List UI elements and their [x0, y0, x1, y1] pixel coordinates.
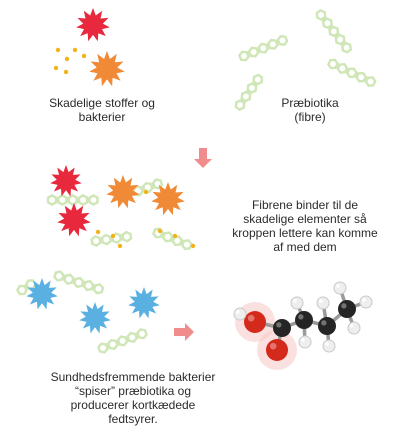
toxin-particle: [63, 69, 69, 75]
toxin-particle: [55, 47, 61, 53]
arrow-down-icon: [194, 148, 212, 168]
prebiotics-caption: Præbiotika (fibre): [281, 96, 339, 124]
bound-particle: [95, 229, 101, 235]
fiber-chain-icon: [97, 328, 148, 354]
short-chain-fatty-acid-molecule-icon: [233, 281, 373, 370]
fiber-chain-icon: [53, 270, 105, 295]
bound-particle: [110, 233, 116, 239]
arrow-right-icon: [174, 323, 194, 341]
harmful-bacterium-red-icon: [57, 203, 91, 237]
fiber-chain-icon: [238, 34, 289, 62]
toxin-particle: [72, 47, 78, 53]
bound-particle: [117, 243, 123, 249]
beneficial-bacteria-caption: Sundhedsfremmende bakterier “spiser” præ…: [50, 370, 216, 426]
beneficial-bacterium-icon: [79, 302, 111, 334]
beneficial-bacterium-icon: [26, 278, 58, 310]
arrow-and-molecule-layer: [174, 148, 373, 370]
toxin-particle: [81, 53, 87, 59]
bound-particle: [190, 243, 196, 249]
harmful-bacterium-red-icon: [50, 165, 82, 197]
bound-particle: [172, 233, 178, 239]
harmful-bacterium-orange-icon: [106, 175, 140, 209]
bound-particle: [157, 228, 163, 234]
bound-particle: [143, 189, 149, 195]
toxin-particle: [64, 56, 70, 62]
harmful-bacterium-red-icon: [76, 8, 110, 42]
fiber-chain-icon: [327, 58, 377, 87]
harmful-bacterium-orange-icon: [89, 51, 125, 87]
toxin-particle: [53, 65, 59, 71]
bound-fiber-chain-icon: [132, 178, 164, 197]
beneficial-bacterium-icon: [128, 287, 160, 319]
fiber-layer: [16, 9, 377, 354]
bound-fiber-chain-icon: [46, 194, 99, 206]
fiber-chain-icon: [234, 73, 264, 111]
fiber-binding-caption: Fibrene binder til de skadelige elemente…: [232, 198, 378, 254]
harmful-substances-caption: Skadelige stoffer og bakterier: [49, 96, 155, 124]
fiber-chain-icon: [315, 9, 353, 54]
harmful-bacterium-orange-icon: [151, 182, 185, 216]
bacteria-layer: [26, 8, 196, 334]
